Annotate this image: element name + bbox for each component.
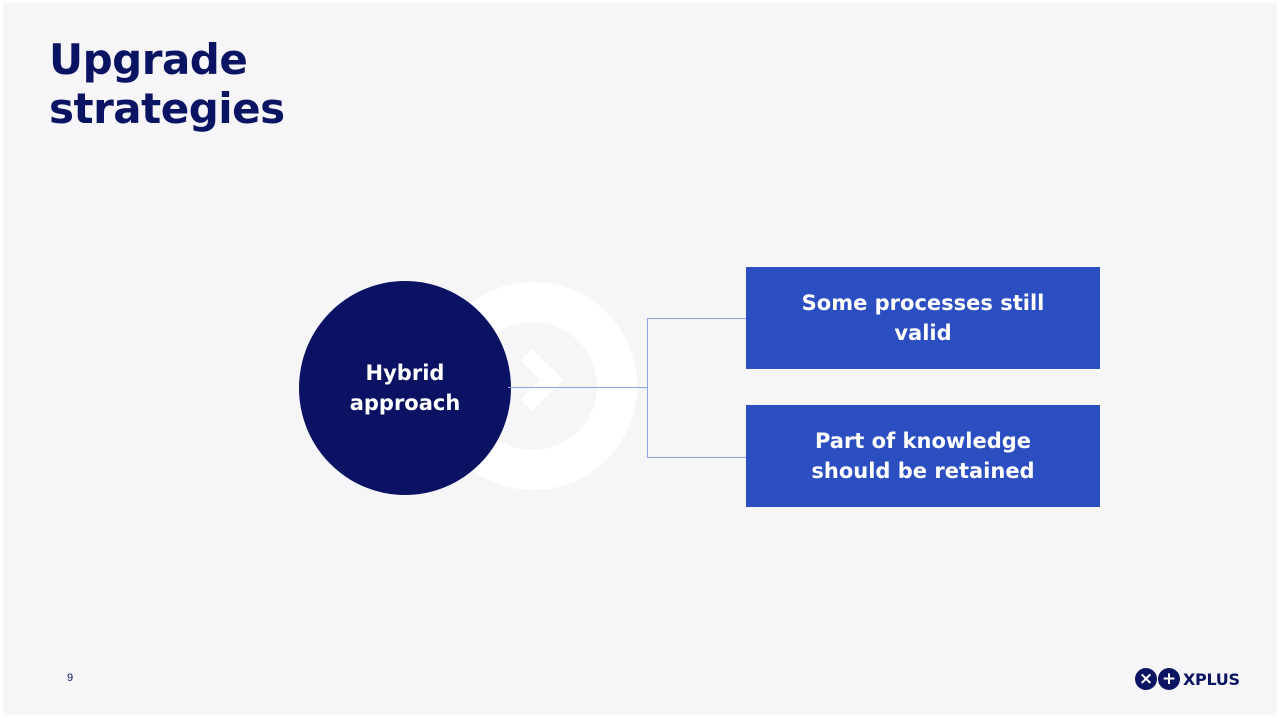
- connector-bottom-branch: [647, 457, 747, 458]
- connector-vertical-line: [647, 318, 648, 457]
- branch-box-processes: Some processes still valid: [746, 267, 1100, 369]
- plus-circle-icon: +: [1158, 668, 1180, 690]
- x-circle-icon: ×: [1135, 668, 1157, 690]
- branch-label: Part of knowledge should be retained: [811, 429, 1035, 483]
- branch-label: Some processes still valid: [801, 291, 1045, 345]
- slide-title: Upgrade strategies: [49, 35, 285, 133]
- xplus-logo: × + XPLUS: [1135, 667, 1240, 691]
- page-number: 9: [67, 672, 74, 684]
- branch-box-knowledge: Part of knowledge should be retained: [746, 405, 1100, 507]
- connector-main-line: [508, 387, 648, 388]
- logo-text: XPLUS: [1183, 669, 1240, 689]
- connector-top-branch: [647, 318, 747, 319]
- slide: Upgrade strategies Hybrid approach Some …: [3, 3, 1277, 715]
- slide-title-line-1: Upgrade: [49, 35, 248, 84]
- hub-label: Hybrid approach: [349, 361, 461, 415]
- hybrid-approach-diagram: Hybrid approach Some processes still val…: [3, 3, 1277, 715]
- logo-mark: × +: [1135, 668, 1180, 690]
- slide-title-line-2: strategies: [49, 84, 285, 133]
- hub-circle: Hybrid approach: [299, 281, 511, 495]
